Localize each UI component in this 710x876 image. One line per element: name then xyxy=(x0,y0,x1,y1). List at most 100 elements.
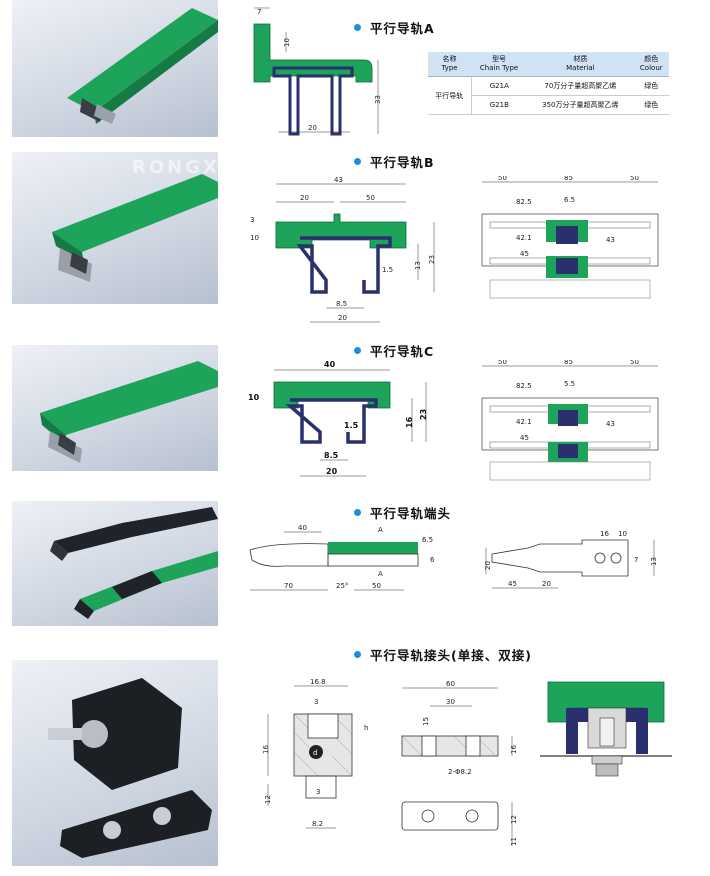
photo-rail-c xyxy=(12,345,218,471)
drawing-rail-c-profile: 40 10 16 23 1.5 8.5 20 xyxy=(248,360,428,477)
section-title-rail-joint: 平行导轨接头(单接、双接) xyxy=(354,645,532,664)
photo-rail-b: RONGXI xyxy=(12,152,218,304)
dim-label: A xyxy=(378,570,383,578)
section-title-text: 平行导轨B xyxy=(370,155,435,170)
dim-label: 16 xyxy=(262,745,270,754)
drawing-joint-section xyxy=(540,681,672,777)
dim-label: 45 xyxy=(520,250,529,258)
dim-label: 42.1 xyxy=(516,418,532,426)
dim-label: 42.1 xyxy=(516,234,532,242)
section-title-rail-c: 平行导轨C xyxy=(354,341,434,360)
table-row: 平行导轨 G21A 70万分子量超高聚乙烯 绿色 xyxy=(428,76,669,115)
bullet-dot-icon xyxy=(354,158,361,165)
dim-label: 2-Φ8.2 xyxy=(448,768,472,776)
dim-label: 33 xyxy=(374,95,382,104)
dim-label: 20 xyxy=(484,561,492,570)
dim-label: 6 xyxy=(430,556,435,564)
dim-label: 16.8 xyxy=(310,678,326,686)
dim-label: 12 xyxy=(264,795,272,804)
dim-label: 16 xyxy=(510,745,518,754)
dim-label: 16 xyxy=(405,416,414,428)
dim-label: 23 xyxy=(428,255,436,264)
dim-label: 13 xyxy=(414,261,422,270)
watermark-text: RONGXI xyxy=(132,157,218,178)
dim-label: 12 xyxy=(510,815,518,824)
dim-label: 1.5 xyxy=(344,421,359,430)
dim-label: 85 xyxy=(564,360,573,366)
rail-b-photo-illustration xyxy=(52,174,218,282)
cell-material: 70万分子量超高聚乙烯 xyxy=(527,76,634,96)
cell-colour: 绿色 xyxy=(633,95,669,115)
dim-label: 23 xyxy=(419,409,428,420)
dim-label: 40 xyxy=(324,360,336,369)
drawing-rail-b-profile: 43 20 50 3 10 23 13 1.5 8.5 20 xyxy=(250,176,436,323)
cell-model: G21A xyxy=(471,76,528,96)
section-title-rail-end: 平行导轨端头 xyxy=(354,503,451,522)
dim-label: 7 xyxy=(634,556,638,564)
dim-label: 50 xyxy=(630,176,639,182)
photo-rail-joint: RONGXI xyxy=(12,660,218,866)
rail-c-photo-illustration xyxy=(40,361,218,463)
section-title-text: 平行导轨A xyxy=(370,21,435,36)
section-title-text: 平行导轨接头(单接、双接) xyxy=(370,648,532,663)
dim-label: 50 xyxy=(372,582,381,590)
bullet-dot-icon xyxy=(354,347,361,354)
photo-rail-end xyxy=(12,501,218,626)
dim-label: 8.5 xyxy=(324,451,339,460)
bullet-dot-icon xyxy=(354,24,361,31)
drawing-rail-end-side: 16 10 20 7 13 45 20 xyxy=(484,530,658,589)
dim-label: 40 xyxy=(298,524,307,532)
bullet-dot-icon xyxy=(354,651,361,658)
dim-label: 3 xyxy=(314,698,318,706)
section-title-rail-a: 平行导轨A xyxy=(354,18,435,37)
rail-end-photo-illustration xyxy=(50,507,218,619)
dim-label: 20 xyxy=(326,467,338,476)
dim-label: 16 xyxy=(600,530,609,538)
dim-label: 82.5 xyxy=(516,382,532,390)
dim-label: 13 xyxy=(650,557,658,566)
section-title-text: 平行导轨C xyxy=(370,344,435,359)
dim-label: 1.5 xyxy=(382,266,393,274)
dim-label: 10 xyxy=(618,530,627,538)
dim-label: 82.5 xyxy=(516,198,532,206)
dim-label: 85 xyxy=(564,176,573,182)
dim-label: 25° xyxy=(336,582,348,590)
dim-label: 6.5 xyxy=(422,536,433,544)
table-row: G21B 350万分子量超高聚乙烯 绿色 xyxy=(428,95,669,115)
drawing-joint-single: 16.8 3 h d 16 12 3 8.2 xyxy=(262,678,368,829)
rail-joint-photo-illustration xyxy=(48,678,212,858)
photo-rail-a xyxy=(12,0,218,137)
cell-name: 平行导轨 xyxy=(428,76,472,115)
dim-label: 45 xyxy=(520,434,529,442)
drawing-rail-b-assembly: 50 85 50 82.5 6.5 42.1 43 45 xyxy=(481,176,659,299)
drawing-rail-a-profile: 7 10 33 20 xyxy=(253,7,382,136)
dim-label: 8.5 xyxy=(336,300,347,308)
dim-label: 30 xyxy=(446,698,455,706)
dim-label: 50 xyxy=(366,194,375,202)
dim-label: 45 xyxy=(508,580,517,588)
dim-label: 60 xyxy=(446,680,455,688)
dim-label: 43 xyxy=(606,420,615,428)
dim-label: 15 xyxy=(422,717,430,726)
dim-label: 10 xyxy=(283,38,291,47)
dim-label: 43 xyxy=(606,236,615,244)
bullet-dot-icon xyxy=(354,509,361,516)
dim-label: 20 xyxy=(338,314,347,322)
dim-label: 10 xyxy=(248,393,260,402)
dim-label: 20 xyxy=(300,194,309,202)
dim-label: 70 xyxy=(284,582,293,590)
dim-label: 5.5 xyxy=(564,380,575,388)
dim-label: 6.5 xyxy=(564,196,575,204)
drawing-rail-c-assembly: 50 85 50 82.5 5.5 42.1 43 45 xyxy=(481,360,659,481)
dim-label: 20 xyxy=(542,580,551,588)
dim-label: h xyxy=(364,724,368,732)
section-title-text: 平行导轨端头 xyxy=(370,506,452,521)
dim-label: 3 xyxy=(250,216,254,224)
dim-label: 20 xyxy=(308,124,317,132)
drawing-joint-double: 60 30 15 16 2-Φ8.2 12 11 xyxy=(401,680,518,846)
cell-colour: 绿色 xyxy=(633,76,669,96)
